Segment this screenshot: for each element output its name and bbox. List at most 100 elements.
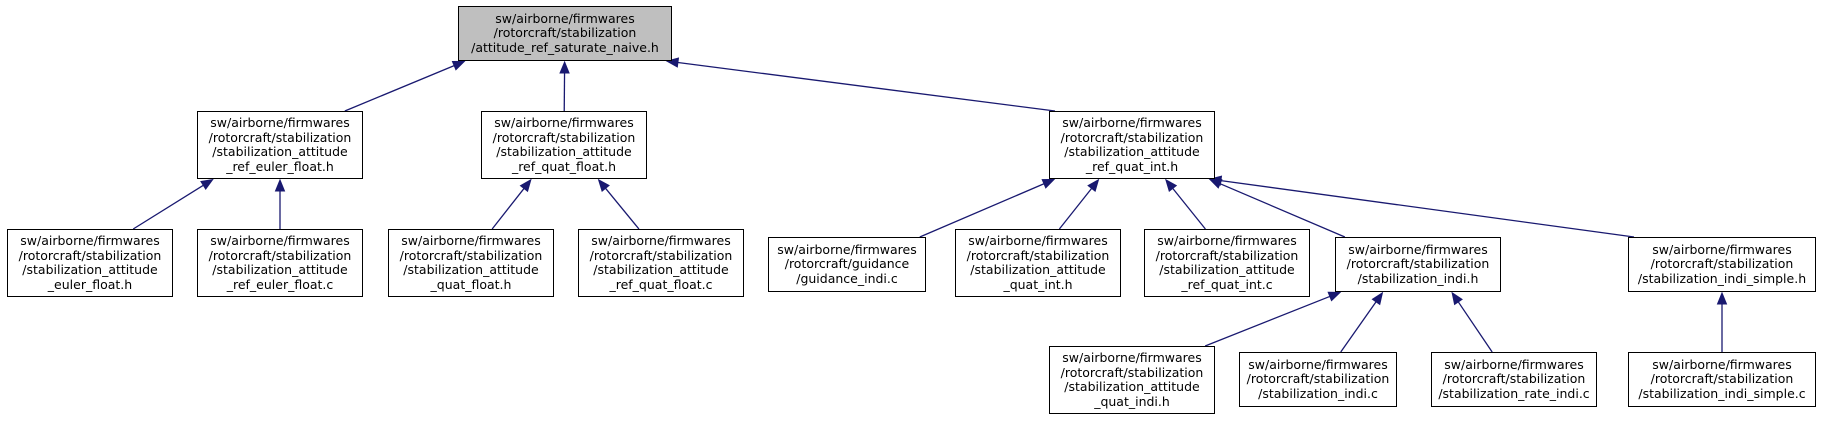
arrowhead [1087, 178, 1100, 193]
node-label-line: /rotorcraft/guidance [784, 256, 910, 272]
node-label-line: /stabilization_attitude [496, 144, 632, 159]
arrowhead [451, 60, 466, 71]
node-label-line: /rotorcraft/stabilization [1650, 371, 1794, 387]
file-node[interactable]: sw/airborne/firmwares/rotorcraft/stabili… [7, 229, 173, 297]
node-label-line: sw/airborne/firmwares [210, 233, 350, 248]
file-node[interactable]: sw/airborne/firmwares/rotorcraft/guidanc… [768, 237, 926, 292]
file-node[interactable]: sw/airborne/firmwares/rotorcraft/stabili… [578, 229, 744, 297]
node-label-line: /rotorcraft/stabilization [1346, 256, 1490, 272]
node-label-line: sw/airborne/firmwares [591, 233, 731, 248]
node-label-line: /rotorcraft/stabilization [399, 247, 543, 263]
file-node[interactable]: sw/airborne/firmwares/rotorcraft/stabili… [481, 111, 647, 179]
file-node[interactable]: sw/airborne/firmwares/rotorcraft/stabili… [1431, 352, 1597, 407]
node-label-line: /rotorcraft/stabilization [492, 129, 636, 145]
node-label-line: /stabilization_rate_indi.c [1438, 385, 1590, 401]
dependency-edge [1172, 187, 1206, 230]
dependency-edge [605, 187, 640, 230]
node-label-line: /stabilization_indi_simple.c [1638, 385, 1806, 401]
arrowhead [1451, 291, 1463, 306]
node-label-line: /stabilization_attitude [22, 262, 158, 277]
arrowhead [274, 178, 286, 192]
arrowhead [519, 178, 532, 193]
node-label-line: /stabilization_attitude [970, 262, 1106, 277]
node-label-line: /rotorcraft/stabilization [1060, 364, 1204, 380]
file-node[interactable]: sw/airborne/firmwares/rotorcraft/stabili… [197, 229, 363, 297]
arrowhead [1165, 178, 1178, 193]
node-label-line: /rotorcraft/stabilization [18, 247, 162, 263]
node-label-line: _euler_float.h [47, 276, 133, 292]
arrowhead [1041, 178, 1056, 189]
file-node[interactable]: sw/airborne/firmwares/rotorcraft/stabili… [1239, 352, 1397, 407]
arrowhead [200, 178, 214, 191]
dependency-edge [491, 188, 525, 230]
node-label-line: /stabilization_indi.c [1258, 385, 1378, 401]
node-label-line: /rotorcraft/stabilization [1650, 256, 1794, 272]
arrowhead [1327, 291, 1342, 302]
file-node[interactable]: sw/airborne/firmwares/rotorcraft/stabili… [1335, 237, 1501, 292]
node-label-line: /stabilization_indi.h [1357, 270, 1479, 286]
node-label-line: sw/airborne/firmwares [20, 233, 160, 248]
node-label-line: sw/airborne/firmwares [1157, 233, 1297, 248]
dependency-edge [919, 183, 1045, 238]
node-label-line: sw/airborne/firmwares [777, 241, 917, 257]
node-label-line: /stabilization_attitude [212, 144, 348, 159]
node-label-line: /rotorcraft/stabilization [1060, 129, 1204, 145]
node-label-line: /rotorcraft/stabilization [208, 247, 352, 263]
node-label-line: /rotorcraft/stabilization [208, 129, 352, 145]
arrowhead [1716, 291, 1728, 305]
node-label-line: _ref_quat_float.c [609, 276, 713, 292]
node-label-line: _ref_euler_float.h [226, 158, 334, 174]
arrowhead [559, 60, 570, 74]
dependency-edge [677, 61, 1056, 112]
node-label-line: sw/airborne/firmwares [1062, 350, 1202, 365]
node-label-line: /guidance_indi.c [796, 270, 898, 286]
arrowhead [665, 57, 680, 68]
file-node[interactable]: sw/airborne/firmwares/rotorcraft/stabili… [1628, 352, 1816, 407]
arrowhead [597, 178, 610, 192]
dependency-edge [344, 65, 455, 112]
node-label-line: /rotorcraft/stabilization [589, 247, 733, 263]
node-label-line: /stabilization_attitude [593, 262, 729, 277]
node-label-line: _quat_float.h [430, 276, 512, 292]
file-node[interactable]: sw/airborne/firmwares/rotorcraft/stabili… [955, 229, 1121, 297]
node-label-line: sw/airborne/firmwares [1062, 115, 1202, 130]
node-label-line: /stabilization_attitude [403, 262, 539, 277]
file-node[interactable]: sw/airborne/firmwares/rotorcraft/stabili… [1144, 229, 1310, 297]
node-label-line: sw/airborne/firmwares [494, 115, 634, 130]
node-label-line: /rotorcraft/stabilization [1155, 247, 1299, 263]
dependency-edge [1219, 183, 1346, 238]
file-node[interactable]: sw/airborne/firmwares/rotorcraft/stabili… [197, 111, 363, 179]
node-label-line: /rotorcraft/stabilization [966, 247, 1110, 263]
node-label-line: /stabilization_attitude [1064, 144, 1200, 159]
node-label-line: /attitude_ref_saturate_naive.h [471, 39, 659, 55]
node-label-line: sw/airborne/firmwares [1652, 241, 1792, 257]
node-label-line: sw/airborne/firmwares [1248, 356, 1388, 372]
dependency-edge [1204, 295, 1331, 347]
node-label-line: _quat_indi.h [1094, 393, 1170, 409]
file-node[interactable]: sw/airborne/firmwares/rotorcraft/stabili… [1049, 346, 1215, 414]
dependency-edge [1058, 187, 1093, 230]
file-node[interactable]: sw/airborne/firmwares/rotorcraft/stabili… [1049, 111, 1215, 179]
node-label-line: _quat_int.h [1003, 276, 1073, 292]
dependency-edge [132, 184, 204, 230]
node-label-line: /stabilization_attitude [1159, 262, 1295, 277]
node-label-line: /rotorcraft/stabilization [1442, 371, 1586, 387]
arrowhead [1371, 291, 1384, 306]
node-label-line: /stabilization_attitude [1064, 379, 1200, 394]
dependency-edge [1457, 301, 1493, 353]
file-node[interactable]: sw/airborne/firmwares/rotorcraft/stabili… [1628, 237, 1816, 292]
node-label-line: /rotorcraft/stabilization [493, 25, 637, 41]
node-label-line: _ref_quat_int.c [1181, 276, 1273, 292]
node-label-line: _ref_quat_int.h [1085, 158, 1179, 174]
dependency-edge [1340, 301, 1377, 353]
node-label-line: sw/airborne/firmwares [1652, 356, 1792, 372]
node-label-line: sw/airborne/firmwares [968, 233, 1108, 248]
file-node[interactable]: sw/airborne/firmwares/rotorcraft/stabili… [388, 229, 554, 297]
dependency-edge [1220, 179, 1635, 238]
node-label-line: sw/airborne/firmwares [210, 115, 350, 130]
node-label-line: sw/airborne/firmwares [401, 233, 541, 248]
root-file-node: sw/airborne/firmwares/rotorcraft/stabili… [458, 6, 672, 61]
node-label-line: sw/airborne/firmwares [1444, 356, 1584, 372]
node-label-line: _ref_quat_float.h [511, 158, 617, 174]
